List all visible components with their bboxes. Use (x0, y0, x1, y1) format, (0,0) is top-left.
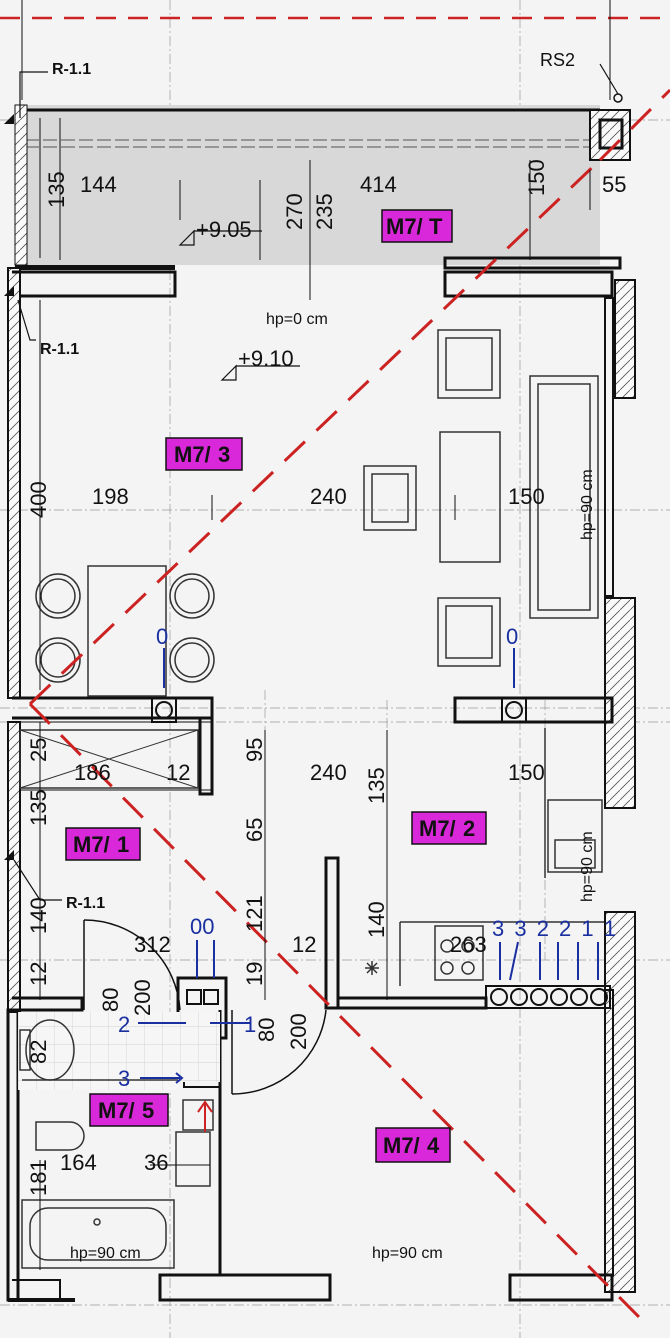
svg-text:19: 19 (242, 962, 267, 986)
svg-text:140: 140 (26, 897, 51, 934)
svg-text:M7/: M7/ (73, 832, 110, 857)
svg-text:414: 414 (360, 172, 397, 197)
svg-text:00: 00 (190, 914, 214, 939)
svg-text:M7/: M7/ (386, 214, 423, 239)
svg-text:82: 82 (26, 1040, 51, 1064)
svg-text:55: 55 (602, 172, 626, 197)
svg-text:R-1.1: R-1.1 (52, 61, 91, 78)
level-terrace: +9.05 (196, 217, 252, 242)
svg-text:263: 263 (450, 932, 487, 957)
svg-text:240: 240 (310, 760, 347, 785)
svg-text:1: 1 (244, 1012, 256, 1037)
height-label: hp=90 cm (372, 1245, 443, 1262)
svg-text:235: 235 (312, 193, 337, 230)
svg-text:2: 2 (463, 816, 475, 841)
svg-text:186: 186 (74, 760, 111, 785)
svg-text:240: 240 (310, 484, 347, 509)
door-swings (83, 919, 327, 1095)
level-markers (178, 229, 300, 381)
room-label-m7-4: M7/ 4 (375, 1127, 451, 1163)
svg-text:135: 135 (364, 767, 389, 804)
riser-arrows (138, 648, 599, 1084)
svg-text:200: 200 (286, 1013, 311, 1050)
bathroom (18, 1012, 220, 1269)
svg-text:150: 150 (508, 760, 545, 785)
svg-text:4: 4 (427, 1133, 440, 1158)
svg-text:164: 164 (60, 1150, 97, 1175)
kitchen-furniture (365, 728, 604, 986)
svg-text:2: 2 (118, 1012, 130, 1037)
svg-text:181: 181 (26, 1159, 51, 1196)
walls (6, 267, 636, 1302)
svg-text:12: 12 (26, 962, 51, 986)
dimensions: 144 414 55 198 240 150 186 12 240 150 31… (26, 159, 626, 1196)
svg-text:80: 80 (254, 1018, 279, 1042)
terrace (14, 104, 631, 270)
svg-text:0: 0 (506, 624, 518, 649)
svg-text:140: 140 (364, 901, 389, 938)
svg-text:121: 121 (242, 895, 267, 932)
svg-text:M7/: M7/ (174, 442, 211, 467)
height-label: hp=90 cm (70, 1245, 141, 1262)
room-label-m7-5: M7/ 5 (89, 1093, 169, 1127)
svg-text:95: 95 (242, 738, 267, 762)
svg-text:M7/: M7/ (98, 1098, 135, 1123)
dimension-ticks (39, 118, 591, 1270)
svg-text:T: T (429, 214, 443, 239)
room-label-m7-2: M7/ 2 (411, 811, 487, 845)
level-living: +9.10 (238, 346, 294, 371)
svg-text:M7/: M7/ (419, 816, 456, 841)
riser-labels: 0 0 00 3 3 2 2 1 1 2 1 3 (118, 624, 618, 1091)
svg-text:R-1.1: R-1.1 (40, 341, 79, 358)
section-marks: R-1.1 R-1.1 R-1.1 RS2 (4, 50, 623, 912)
svg-text:5: 5 (142, 1098, 154, 1123)
svg-text:12: 12 (292, 932, 316, 957)
svg-text:RS2: RS2 (540, 50, 575, 70)
height-label: hp=90 cm (579, 831, 596, 902)
svg-text:12: 12 (166, 760, 190, 785)
room-label-m7-1: M7/ 1 (65, 827, 141, 861)
svg-text:R-1.1: R-1.1 (66, 895, 105, 912)
height-label: hp=90 cm (579, 469, 596, 540)
living-furniture (19, 329, 599, 789)
svg-text:3: 3 (218, 442, 230, 467)
svg-text:65: 65 (242, 818, 267, 842)
svg-text:198: 198 (92, 484, 129, 509)
svg-text:3 3 2 2 1 1: 3 3 2 2 1 1 (492, 916, 618, 941)
svg-text:25: 25 (26, 738, 51, 762)
cut-lines (28, 88, 670, 1320)
svg-text:80: 80 (98, 988, 123, 1012)
svg-text:M7/: M7/ (383, 1133, 420, 1158)
svg-text:270: 270 (282, 193, 307, 230)
arrow-up-icon (197, 1100, 213, 1132)
svg-text:0: 0 (156, 624, 168, 649)
svg-text:3: 3 (118, 1066, 130, 1091)
svg-text:150: 150 (508, 484, 545, 509)
svg-text:144: 144 (80, 172, 117, 197)
height-label: hp=0 cm (266, 311, 328, 328)
svg-text:150: 150 (524, 159, 549, 196)
room-label-m7t: M7/ T (381, 209, 453, 243)
room-label-m7-3: M7/ 3 (165, 437, 243, 471)
svg-text:400: 400 (26, 481, 51, 518)
svg-text:36: 36 (144, 1150, 168, 1175)
svg-text:312: 312 (134, 932, 171, 957)
svg-text:135: 135 (26, 789, 51, 826)
svg-text:135: 135 (44, 171, 69, 208)
svg-text:200: 200 (130, 979, 155, 1016)
svg-text:1: 1 (117, 832, 129, 857)
